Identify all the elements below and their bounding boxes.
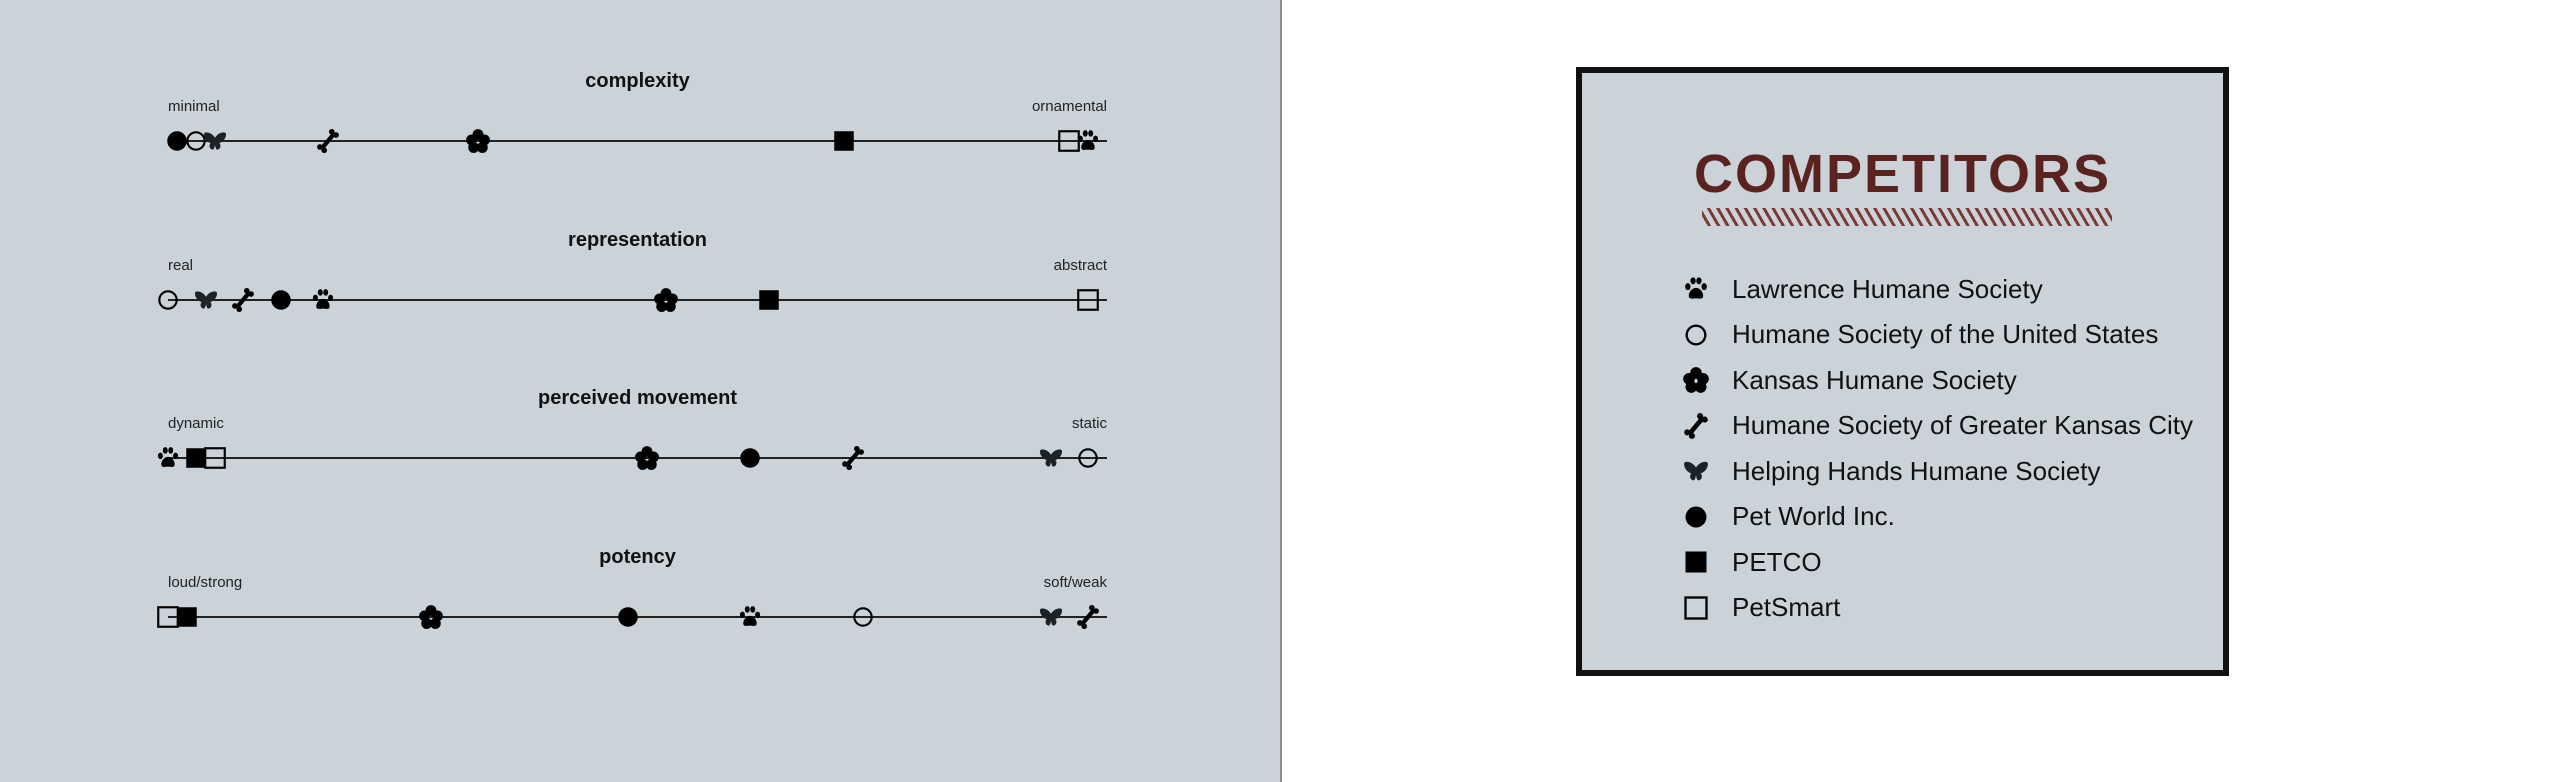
- scale-title: potency: [599, 546, 676, 568]
- square-filled-icon: [1682, 548, 1710, 576]
- legend-item: Humane Society of Greater Kansas City: [1682, 406, 2193, 446]
- marker-square-open-icon: [1075, 287, 1101, 313]
- legend-item-label: Humane Society of Greater Kansas City: [1732, 410, 2193, 440]
- marker-circle-open-icon: [155, 287, 181, 313]
- circle-open-icon: [1682, 321, 1710, 349]
- scale-left-label: dynamic: [168, 415, 224, 432]
- legend-item-label: Lawrence Humane Society: [1732, 273, 2043, 304]
- legend-item: Kansas Humane Society: [1682, 360, 2017, 400]
- legend-title: COMPETITORS: [1693, 144, 2112, 204]
- marker-square-open-icon: [202, 445, 228, 471]
- scale-right-label: soft/weak: [1043, 574, 1107, 591]
- scale-title: complexity: [585, 70, 690, 92]
- legend-item: Pet World Inc.: [1682, 497, 1895, 537]
- scale-right-label: abstract: [1053, 257, 1107, 274]
- marker-square-filled-icon: [174, 604, 200, 630]
- marker-circle-filled-icon: [737, 445, 763, 471]
- marker-bone-icon: [840, 445, 866, 471]
- scale-title: representation: [568, 229, 707, 251]
- marker-flower-icon: [634, 445, 660, 471]
- marker-circle-filled-icon: [268, 287, 294, 313]
- scale-axis-line: [168, 299, 1107, 301]
- marker-square-filled-icon: [756, 287, 782, 313]
- bone-icon: [1682, 412, 1710, 440]
- marker-circle-filled-icon: [164, 128, 190, 154]
- marker-flower-icon: [465, 128, 491, 154]
- scale-right-label: static: [1071, 415, 1107, 432]
- legend-item-label: Humane Society of the United States: [1732, 319, 2159, 349]
- marker-square-filled-icon: [183, 445, 209, 471]
- scale-complexity: complexity minimal ornamental: [150, 70, 1125, 190]
- marker-butterfly-icon: [202, 128, 228, 154]
- marker-circle-filled-icon: [615, 604, 641, 630]
- marker-butterfly-icon: [1038, 604, 1064, 630]
- marker-bone-icon: [230, 287, 256, 313]
- marker-bone-icon: [1075, 604, 1101, 630]
- marker-paw-icon: [310, 287, 336, 313]
- marker-flower-icon: [653, 287, 679, 313]
- marker-paw-icon: [737, 604, 763, 630]
- butterfly-icon: [1682, 457, 1710, 485]
- scale-left-label: loud/strong: [168, 574, 243, 591]
- marker-square-filled-icon: [831, 128, 857, 154]
- marker-circle-open-icon: [850, 604, 876, 630]
- semantic-scales-panel: complexity minimal ornamental representa…: [0, 0, 1282, 782]
- marker-butterfly-icon: [193, 287, 219, 313]
- legend-item-label: PetSmart: [1732, 592, 1841, 622]
- legend-item-label: PETCO: [1732, 546, 1822, 577]
- legend-item: PETCO: [1682, 542, 1822, 582]
- square-open-icon: [1682, 594, 1710, 622]
- legend-item: Helping Hands Humane Society: [1682, 451, 2101, 491]
- marker-circle-open-icon: [183, 128, 209, 154]
- legend-item: Lawrence Humane Society: [1682, 269, 2043, 309]
- competitors-legend: COMPETITORS Lawrence Humane Society Huma…: [1576, 67, 2229, 676]
- scale-potency: potency loud/strong soft/weak: [150, 546, 1125, 666]
- decorative-stripes: [1702, 208, 2112, 226]
- marker-paw-icon: [155, 445, 181, 471]
- legend-item-label: Helping Hands Humane Society: [1732, 455, 2101, 486]
- scale-representation: representation real abstract: [150, 229, 1125, 349]
- legend-item-label: Pet World Inc.: [1732, 501, 1895, 531]
- marker-circle-open-icon: [1075, 445, 1101, 471]
- scale-title: perceived movement: [538, 387, 737, 409]
- scale-left-label: real: [168, 257, 194, 274]
- scale-left-label: minimal: [168, 98, 220, 115]
- marker-flower-icon: [418, 604, 444, 630]
- scale-perceived-movement: perceived movement dynamic static: [150, 387, 1125, 507]
- legend-item-label: Kansas Humane Society: [1732, 364, 2017, 395]
- marker-paw-icon: [1075, 128, 1101, 154]
- legend-item: PetSmart: [1682, 588, 1840, 628]
- marker-bone-icon: [315, 128, 341, 154]
- scale-axis-line: [168, 140, 1107, 142]
- flower-icon: [1682, 366, 1710, 394]
- paw-icon: [1682, 275, 1710, 303]
- circle-filled-icon: [1682, 503, 1710, 531]
- scale-right-label: ornamental: [1031, 98, 1107, 115]
- legend-item: Humane Society of the United States: [1682, 315, 2158, 355]
- marker-butterfly-icon: [1038, 445, 1064, 471]
